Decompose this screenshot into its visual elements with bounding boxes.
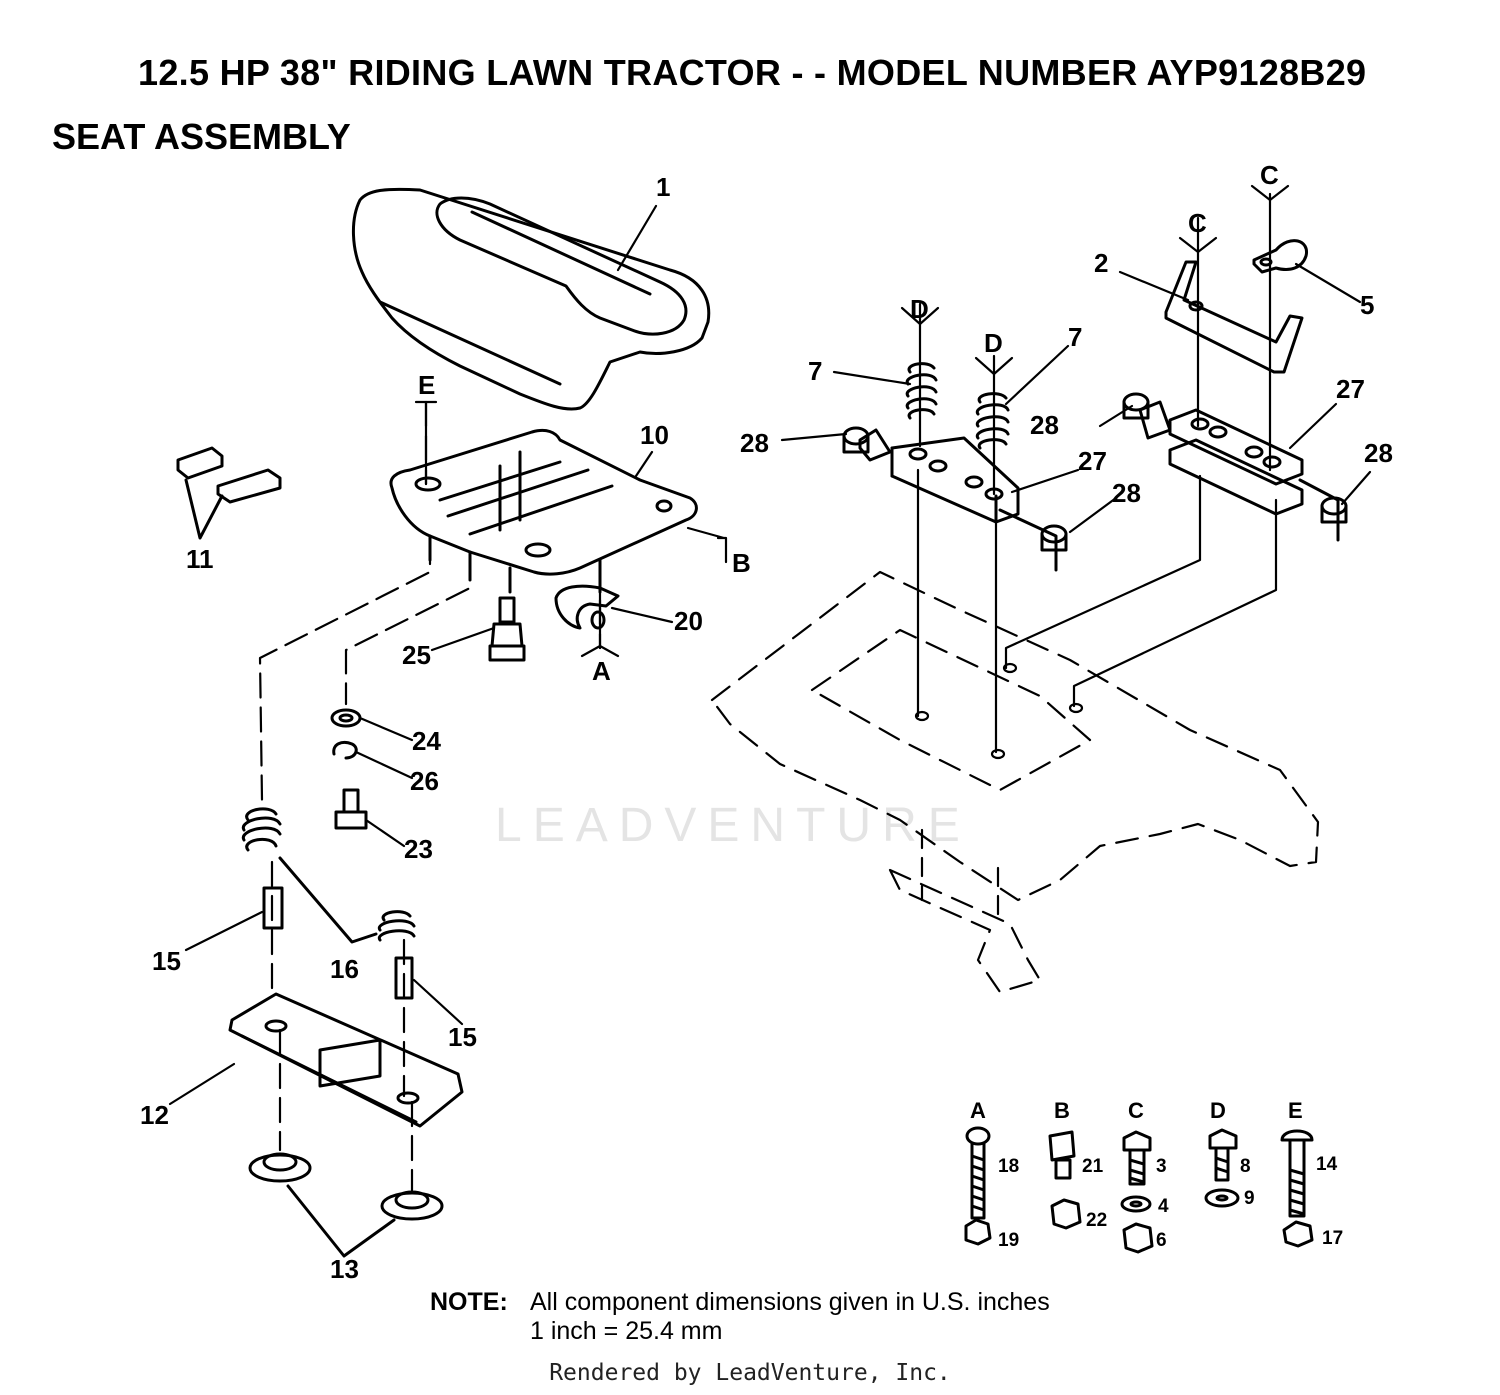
callout-12: 12	[140, 1100, 169, 1130]
note-line-2: 1 inch = 25.4 mm	[530, 1317, 723, 1345]
callout-24: 24	[412, 726, 441, 756]
callout-23: 23	[404, 834, 433, 864]
callout-10: 10	[640, 420, 669, 450]
fastener-stack-part	[330, 708, 368, 830]
hardware-A	[964, 1126, 992, 1246]
callout-13: 13	[330, 1254, 359, 1284]
ref-C2: C	[1260, 160, 1279, 190]
callout-2: 2	[1094, 248, 1108, 278]
leader-lines	[168, 204, 1372, 1106]
assembly-title: SEAT ASSEMBLY	[52, 116, 351, 157]
callout-7a: 7	[808, 356, 822, 386]
page-title: 12.5 HP 38" RIDING LAWN TRACTOR - - MODE…	[138, 52, 1367, 93]
callout-7b: 7	[1068, 322, 1082, 352]
note-line-1: All component dimensions given in U.S. i…	[530, 1288, 1050, 1316]
callout-1: 1	[656, 172, 670, 202]
hardware-E	[1280, 1129, 1314, 1248]
hardware-key	[964, 1126, 1314, 1254]
reference-labels: E B A C C D D	[418, 160, 1279, 686]
hw-part-9: 9	[1244, 1188, 1255, 1209]
ref-E: E	[418, 370, 435, 400]
pads-part	[176, 446, 282, 540]
hw-letter-D: D	[1210, 1098, 1226, 1123]
spring-7-part	[905, 362, 1010, 450]
clip-5-part	[1252, 239, 1308, 274]
note-label: NOTE:	[430, 1288, 508, 1316]
tractor-frame-phantom	[710, 570, 1320, 994]
ref-D2: D	[984, 328, 1003, 358]
callout-28d: 28	[1364, 438, 1393, 468]
callout-27b: 27	[1336, 374, 1365, 404]
hw-part-22: 22	[1086, 1210, 1107, 1231]
hw-part-6: 6	[1156, 1230, 1167, 1251]
hardware-C	[1120, 1130, 1154, 1254]
hw-part-19: 19	[998, 1230, 1019, 1251]
bolt-25-part	[488, 596, 526, 662]
callout-16: 16	[330, 954, 359, 984]
hw-letter-A: A	[970, 1098, 986, 1123]
callout-5: 5	[1360, 290, 1374, 320]
plate-27-left-part	[842, 426, 1068, 572]
callout-25: 25	[402, 640, 431, 670]
hw-part-21: 21	[1082, 1156, 1104, 1177]
clamp-20-part	[554, 584, 620, 630]
hw-part-17: 17	[1322, 1228, 1343, 1249]
hw-part-4: 4	[1158, 1196, 1169, 1217]
ref-C1: C	[1188, 208, 1207, 238]
hardware-B	[1048, 1130, 1082, 1230]
hw-letter-C: C	[1128, 1098, 1144, 1123]
callout-27a: 27	[1078, 446, 1107, 476]
callout-15a: 15	[152, 946, 181, 976]
seat-part	[351, 187, 711, 411]
dimension-note: NOTE: All component dimensions given in U…	[430, 1288, 1050, 1346]
watermark: LEADVENTURE	[495, 799, 971, 852]
hardware-labels: A 18 19 B 21 22 C 3 4 6 D 8 9 E 14 17	[970, 1098, 1343, 1251]
ref-D1: D	[910, 294, 929, 324]
callout-15b: 15	[448, 1022, 477, 1052]
footer-credit: Rendered by LeadVenture, Inc.	[549, 1360, 951, 1386]
hw-letter-B: B	[1054, 1098, 1070, 1123]
hw-part-18: 18	[998, 1156, 1019, 1177]
callout-26: 26	[410, 766, 439, 796]
hw-part-3: 3	[1156, 1156, 1167, 1177]
ref-A: A	[592, 656, 611, 686]
callout-28a: 28	[740, 428, 769, 458]
bushing-13-part	[248, 1152, 444, 1258]
callout-28b: 28	[1030, 410, 1059, 440]
hw-part-14: 14	[1316, 1154, 1338, 1175]
callout-28c: 28	[1112, 478, 1141, 508]
hw-letter-E: E	[1288, 1098, 1303, 1123]
spring-16-part	[242, 807, 416, 1000]
hardware-D	[1204, 1128, 1240, 1208]
ref-B: B	[732, 548, 751, 578]
hw-part-8: 8	[1240, 1156, 1251, 1177]
seat-bracket-part	[228, 992, 464, 1128]
plate-27-right-part	[1122, 392, 1348, 542]
reference-markers	[414, 184, 1290, 658]
callout-labels: 1 2 5 7 7 10 11 12 13 15 15 16 20 23 24 …	[140, 172, 1393, 1284]
bracket-2-part	[1164, 260, 1304, 374]
callout-11: 11	[186, 544, 214, 574]
assembly-lines-right	[914, 192, 1278, 926]
callout-20: 20	[674, 606, 703, 636]
